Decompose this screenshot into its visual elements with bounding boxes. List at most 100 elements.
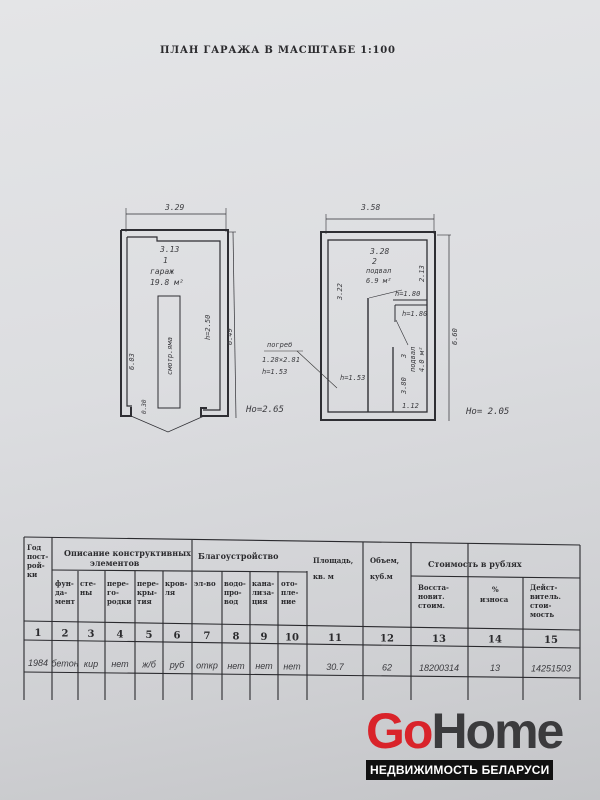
column-number: 3	[88, 629, 95, 640]
column-number: 8	[233, 632, 240, 643]
table-cell: 18200314	[419, 663, 459, 673]
header-subcolumn: кана-	[252, 579, 274, 588]
basement-cellar-height: h=1.53	[340, 374, 365, 382]
table-cell: 30.7	[326, 662, 345, 672]
header-wear: %	[492, 585, 499, 594]
header-year: пост-	[27, 552, 48, 561]
column-number: 12	[380, 634, 394, 645]
property-table	[23, 536, 581, 700]
cellar-label: погреб	[267, 341, 292, 349]
header-subcolumn: пле-	[281, 588, 299, 597]
header-subcolumn: ция	[252, 597, 268, 606]
column-number: 6	[174, 631, 181, 642]
header-subcolumn: мент	[55, 597, 76, 606]
logo-go: Go	[366, 703, 433, 759]
header-subcolumn: кры-	[137, 588, 157, 597]
table-cell: 1984	[28, 658, 48, 668]
garage-room-area: 19.8 м²	[150, 278, 184, 287]
gohome-logo: GoHome НЕДВИЖИМОСТЬ БЕЛАРУСИ	[366, 703, 564, 780]
header-subcolumn: фун-	[55, 579, 74, 588]
garage-room-name: гараж	[150, 267, 174, 276]
cellar-size: 1.28×2.81	[262, 356, 300, 364]
garage-inner-length: 6.03	[128, 353, 136, 370]
basement-left-length: 3.22	[336, 283, 344, 301]
column-number: 14	[488, 635, 502, 646]
basement-plan	[320, 214, 451, 421]
table-cell: нет	[283, 662, 301, 672]
basement-ground-level: Но= 2.05	[465, 407, 509, 417]
header-actual: стои-	[530, 601, 551, 610]
header-subcolumn: пере-	[107, 579, 129, 588]
header-area: кв. м	[313, 572, 334, 581]
column-number: 13	[432, 634, 446, 645]
header-subcolumn: тия	[137, 597, 152, 606]
header-subcolumn: сте-	[80, 579, 96, 588]
plan-title: ПЛАН ГАРАЖА В МАСШТАБЕ 1:100	[160, 45, 396, 56]
column-number: 11	[328, 633, 342, 644]
header-cost: Стоимость в рублях	[428, 559, 522, 569]
garage-door-dim: 0.30	[141, 399, 148, 414]
table-cell: кир	[84, 659, 98, 669]
room3-length: 3.80	[400, 377, 408, 395]
column-number: 9	[261, 632, 268, 643]
column-number: 2	[62, 629, 69, 640]
header-area: Площадь,	[313, 556, 353, 565]
basement-room-name: подвал	[366, 267, 391, 275]
header-volume: куб.м	[370, 572, 393, 581]
garage-width-dim: 3.29	[164, 203, 184, 212]
room3-no: 3	[400, 354, 408, 359]
basement-height-b: h=1.80	[402, 310, 427, 318]
garage-plan	[120, 208, 237, 433]
column-number: 5	[146, 630, 153, 641]
header-construct-2: элементов	[90, 558, 140, 568]
header-subcolumn: пере-	[137, 579, 159, 588]
header-subcolumn: кров-	[165, 579, 187, 588]
table-cell: 13	[490, 663, 500, 673]
garage-inner-width: 3.13	[159, 245, 179, 254]
pit-label: смотр.яма	[166, 337, 174, 375]
table-cell: нет	[111, 659, 129, 669]
table-cell: нет	[255, 661, 273, 671]
header-restore: стоим.	[418, 601, 445, 610]
room3-area: 4.0 м²	[418, 347, 426, 372]
header-wear: износа	[480, 595, 509, 604]
header-subcolumn: эл-во	[194, 579, 216, 588]
cellar-height: h=1.53	[262, 368, 287, 376]
header-restore: Восста-	[418, 583, 449, 592]
header-amenities: Благоустройство	[198, 551, 279, 561]
header-actual: витель.	[530, 592, 561, 601]
garage-height: h=2.50	[204, 315, 212, 340]
header-subcolumn: родки	[107, 597, 131, 606]
header-actual: Дейст-	[530, 583, 557, 592]
header-subcolumn: про-	[224, 588, 242, 597]
header-actual: мость	[530, 610, 554, 619]
basement-room-no: 2	[372, 257, 377, 266]
logo-tagline: НЕДВИЖИМОСТЬ БЕЛАРУСИ	[366, 760, 554, 780]
basement-outer-length: 6.60	[451, 328, 459, 345]
garage-room-no: 1	[163, 256, 168, 265]
header-subcolumn: водо-	[224, 579, 246, 588]
table-cell: руб	[169, 660, 185, 670]
header-subcolumn: ля	[165, 588, 175, 597]
header-subcolumn: го-	[107, 588, 119, 597]
header-subcolumn: да-	[55, 588, 67, 597]
header-year: Год	[27, 543, 42, 552]
table-cell: ж/б	[141, 660, 157, 670]
table-cell: нет	[227, 661, 245, 671]
basement-room-area: 6.9 м²	[366, 277, 391, 285]
basement-inner-width: 3.28	[369, 247, 389, 256]
logo-home: Home	[431, 703, 564, 759]
column-number: 7	[204, 631, 211, 642]
garage-outer-length: 6.49	[226, 328, 234, 345]
table-cell: откр	[196, 660, 218, 670]
column-number: 1	[35, 628, 42, 639]
header-subcolumn: ото-	[281, 579, 298, 588]
header-volume: Объем,	[370, 556, 399, 565]
room3-name: подвал	[409, 347, 417, 372]
header-year: ки	[27, 570, 37, 579]
header-restore: новит.	[418, 592, 445, 601]
header-subcolumn: лиза-	[252, 588, 274, 597]
basement-height-a: h=1.80	[395, 290, 420, 298]
header-subcolumn: ны	[80, 588, 92, 597]
garage-ground-level: Но=2.65	[245, 405, 284, 415]
